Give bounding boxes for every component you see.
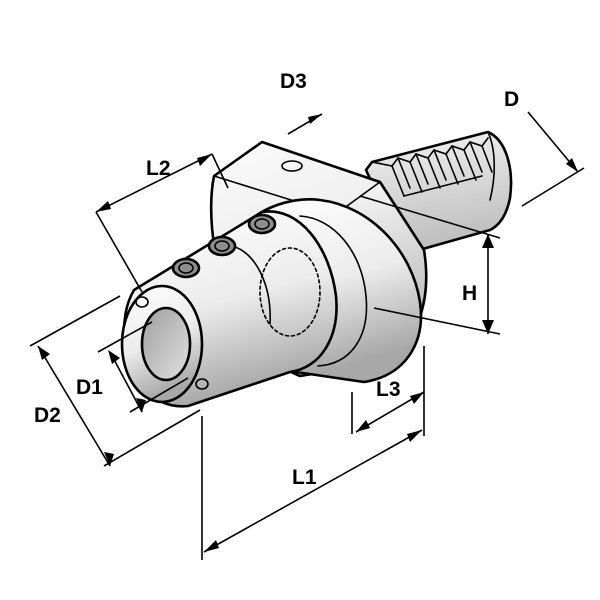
dimension-lines	[29, 111, 585, 560]
label-D1: D1	[76, 376, 103, 399]
label-L3: L3	[376, 378, 401, 401]
front-cylinder	[120, 210, 338, 408]
label-L1: L1	[292, 466, 317, 489]
set-screw-holes	[171, 213, 277, 279]
label-D: D	[504, 88, 519, 111]
label-H: H	[462, 282, 477, 305]
center-bore	[140, 306, 192, 382]
label-L2: L2	[146, 157, 171, 180]
shank-serrations	[371, 137, 493, 197]
label-D3: D3	[280, 70, 307, 93]
label-D2: D2	[34, 404, 61, 427]
dimension-labels: L2 D3 D H D1 D2 L1 L3	[34, 70, 519, 489]
